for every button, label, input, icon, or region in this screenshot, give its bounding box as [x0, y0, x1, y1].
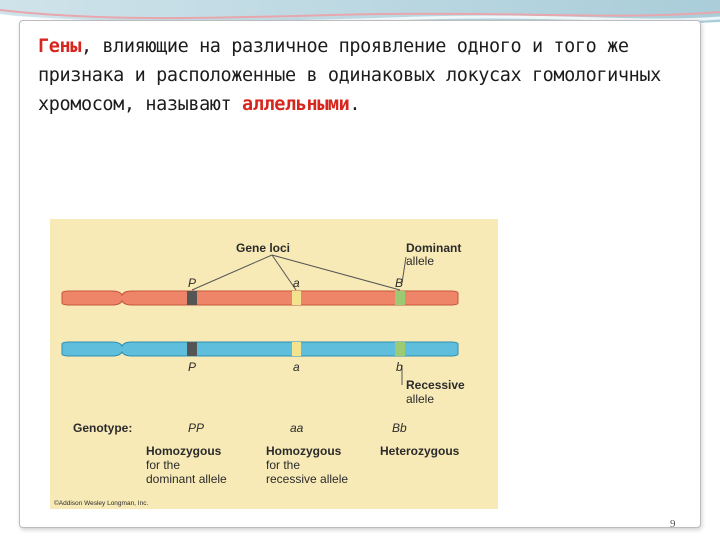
top-decoration	[0, 0, 720, 25]
allele-bottom-b: b	[396, 360, 403, 374]
gene-loci-label: Gene loci	[236, 241, 290, 255]
text-period: .	[349, 94, 361, 115]
genotype-pp: PP	[188, 421, 204, 435]
recessive-allele-label-2: allele	[406, 392, 434, 406]
chromosome-bottom	[61, 341, 459, 357]
desc-aa-line3: recessive allele	[266, 472, 348, 486]
page-number: 9	[670, 518, 676, 530]
gene-loci-pointers	[191, 254, 407, 385]
genotype-label: Genotype:	[73, 421, 132, 435]
allele-top-a: a	[293, 276, 300, 290]
allele-bottom-a: a	[293, 360, 300, 374]
locus-a-top	[292, 291, 301, 305]
desc-bb-line1: Heterozygous	[380, 444, 460, 458]
chromosome-top	[61, 290, 459, 306]
allele-top-b: B	[395, 276, 403, 290]
genotype-aa: aa	[290, 421, 304, 435]
allele-bottom-p: P	[188, 360, 196, 374]
diagram-background	[50, 219, 498, 509]
highlight-allelic: аллельными	[242, 94, 350, 115]
desc-aa-line2: for the	[266, 458, 300, 472]
desc-pp-line2: for the	[146, 458, 180, 472]
locus-a-bottom	[292, 342, 301, 356]
locus-b-bottom	[395, 342, 405, 356]
dominant-allele-label-1: Dominant	[406, 241, 461, 255]
locus-p-bottom	[187, 342, 197, 356]
allele-diagram: Gene loci Dominant allele P a B P a b Re…	[50, 219, 498, 509]
text-body: , влияющие на различное проявление одног…	[38, 36, 661, 115]
highlight-genes: Гены	[38, 36, 81, 57]
locus-p-top	[187, 291, 197, 305]
dominant-allele-label-2: allele	[406, 254, 434, 268]
genotype-bb: Bb	[392, 421, 407, 435]
locus-b-top	[395, 291, 405, 305]
allele-top-p: P	[188, 276, 196, 290]
slide-body-text: Гены, влияющие на различное проявление о…	[38, 32, 678, 119]
desc-pp-line1: Homozygous	[146, 444, 222, 458]
recessive-allele-label-1: Recessive	[406, 378, 465, 392]
desc-aa-line1: Homozygous	[266, 444, 342, 458]
desc-pp-line3: dominant allele	[146, 472, 227, 486]
copyright: ©Addison Wesley Longman, Inc.	[54, 499, 148, 507]
